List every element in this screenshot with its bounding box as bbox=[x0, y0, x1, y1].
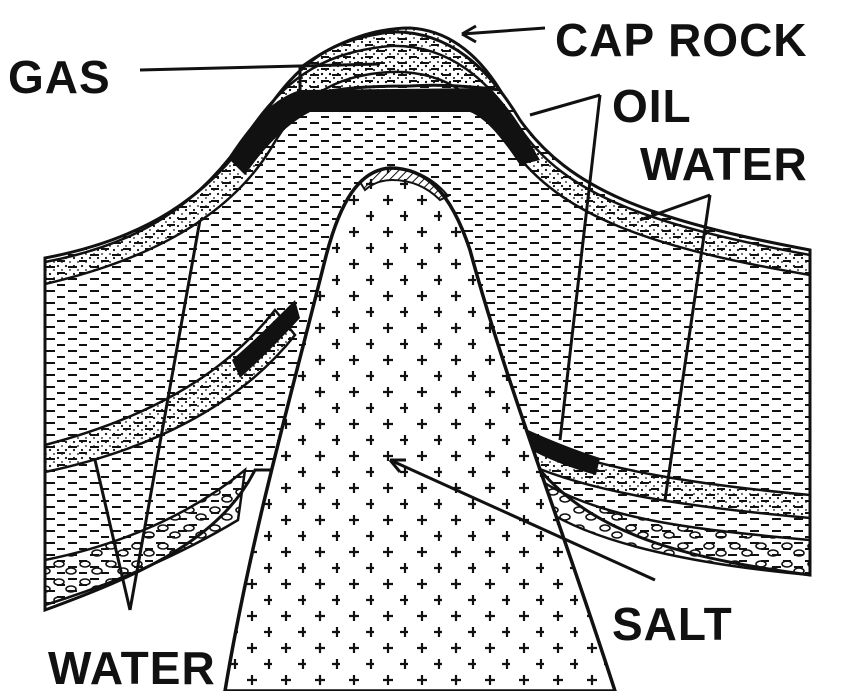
water-right-pointer-upper bbox=[640, 195, 710, 220]
oil-label: OIL bbox=[612, 80, 692, 132]
cap-rock-label: CAP ROCK bbox=[555, 14, 808, 66]
oil-pointer-upper bbox=[530, 95, 600, 115]
cap-rock-pointer bbox=[462, 28, 545, 34]
salt-label: SALT bbox=[612, 598, 733, 650]
water-left-label: WATER bbox=[48, 642, 216, 691]
gas-label: GAS bbox=[8, 51, 111, 103]
water-right-label: WATER bbox=[640, 138, 808, 190]
